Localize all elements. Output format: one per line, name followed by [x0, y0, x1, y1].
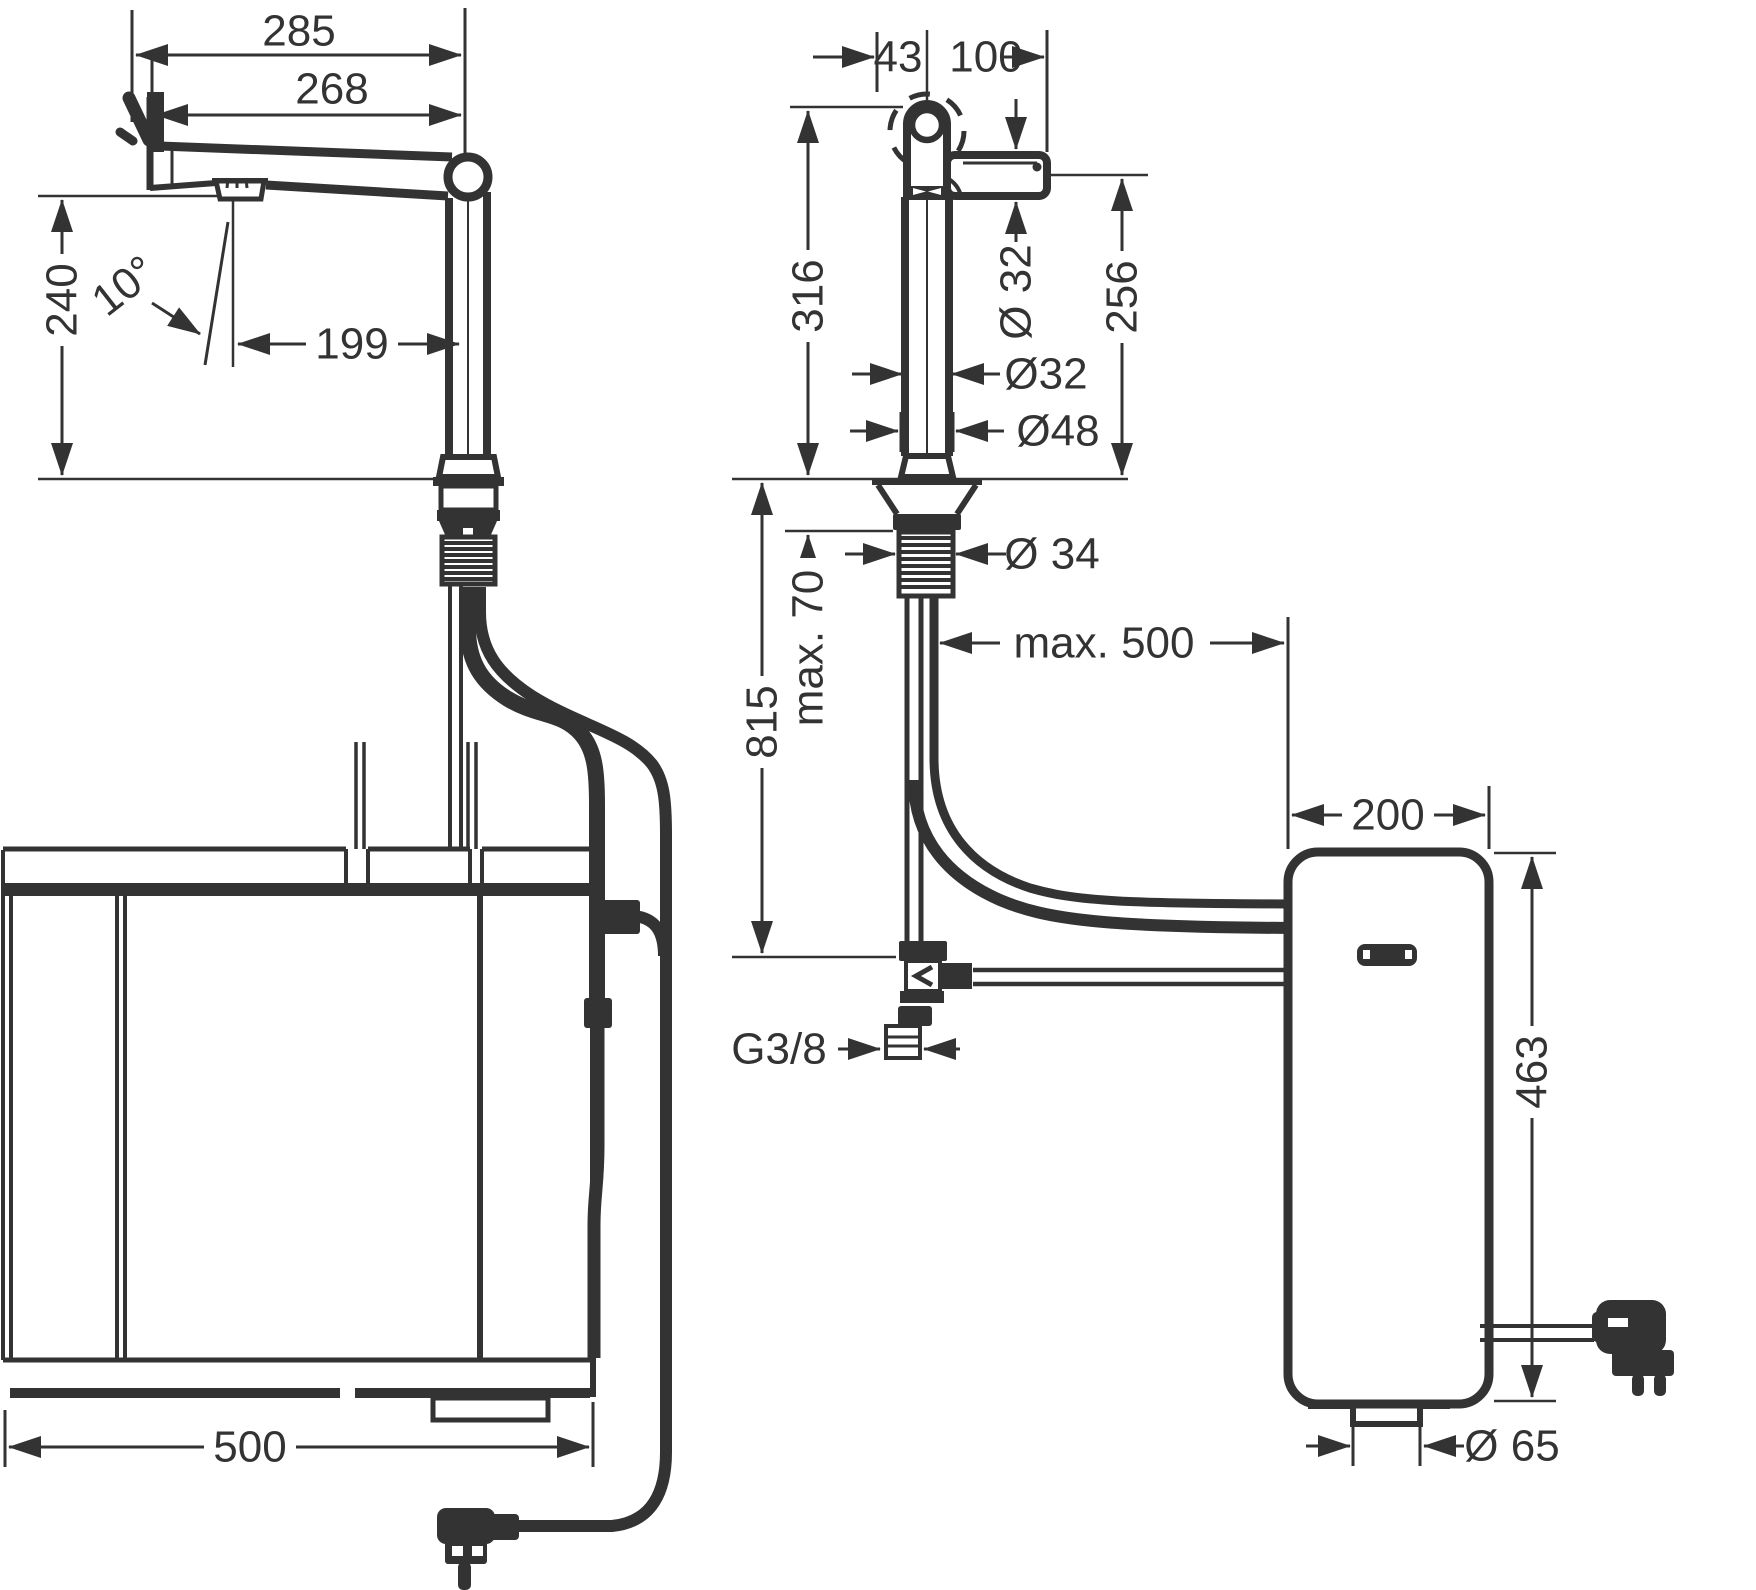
dim-total-height: 316 [784, 105, 903, 476]
dim-label-hose-drop: 815 [738, 685, 787, 758]
dim-swivel-angle: 10° [83, 196, 235, 367]
dim-offsets: 43 100 [813, 30, 1049, 152]
dim-base-diameter: Ø48 [850, 407, 1100, 456]
cabinet [1, 742, 596, 1423]
dim-outlet-height-front: 256 [1050, 173, 1148, 476]
dim-label-offset-front: 100 [949, 33, 1022, 82]
unit-slot [1357, 944, 1417, 966]
unit-view: 200 463 Ø 65 [1283, 786, 1674, 1471]
dim-label-unit-height: 463 [1508, 1035, 1557, 1108]
dim-label-body-diameter: Ø32 [1004, 350, 1087, 399]
dim-outlet-height: 240 [38, 194, 218, 476]
angle-valve-front [884, 941, 972, 1060]
angle-valve-side [592, 900, 640, 934]
spout-joint [443, 152, 493, 202]
dim-spout-tube-diameter: Ø 32 [992, 99, 1041, 340]
dim-label-foot-diameter: Ø 65 [1464, 1422, 1559, 1471]
power-plug-unit [1480, 1300, 1674, 1396]
dim-max-deck-thickness: max. 70 [784, 529, 893, 738]
dim-label-offset-back: 43 [874, 33, 923, 82]
faucet-side [38, 91, 504, 587]
dim-label-spout-tube-diameter: Ø 32 [992, 244, 1041, 339]
dim-label-spout-reach: 268 [295, 65, 368, 114]
faucet-hoses-side [448, 585, 672, 1532]
dim-max-hose-run: max. 500 [939, 617, 1290, 849]
side-view: 285 268 240 10° [1, 7, 672, 1590]
dim-label-cabinet-width: 500 [213, 1423, 286, 1472]
dim-label-swivel-angle: 10° [83, 246, 166, 326]
dim-label-max-deck-thickness: max. 70 [784, 570, 833, 727]
dim-outlet-to-axis: 199 [237, 320, 460, 369]
dim-label-connection-thread: G3/8 [731, 1025, 826, 1074]
faucet-front [732, 91, 1321, 1060]
dim-label-total-height: 316 [784, 259, 833, 332]
dim-label-outlet-height-front: 256 [1098, 260, 1147, 333]
dim-spout-reach: 268 [150, 58, 462, 126]
unit-body [1283, 847, 1494, 1427]
dim-shank-diameter: Ø 34 [845, 530, 1100, 579]
dim-hose-drop: 815 [732, 482, 896, 959]
dim-label-base-diameter: Ø48 [1016, 407, 1099, 456]
spout-outlet-front [943, 151, 1051, 200]
front-view: 43 100 316 Ø 32 256 [731, 30, 1321, 1074]
dim-body-diameter: Ø32 [852, 350, 1088, 399]
dim-unit-height: 463 [1494, 851, 1557, 1403]
dim-unit-depth: 200 [1291, 786, 1491, 849]
handle-lever [122, 91, 156, 147]
dim-label-outlet-height: 240 [38, 263, 87, 336]
dim-foot-diameter: Ø 65 [1306, 1422, 1560, 1471]
dim-label-overall-reach: 285 [262, 7, 335, 56]
dim-cabinet-width: 500 [3, 1402, 595, 1472]
dim-label-max-hose-run: max. 500 [1014, 619, 1195, 668]
dim-label-outlet-to-axis: 199 [315, 320, 388, 369]
dim-connection-thread: G3/8 [731, 1025, 960, 1074]
dim-label-unit-depth: 200 [1351, 791, 1424, 840]
dim-overall-reach: 285 [130, 7, 467, 153]
dim-label-shank-diameter: Ø 34 [1004, 530, 1099, 579]
power-plug-side [437, 1508, 519, 1590]
aerator [212, 178, 267, 202]
